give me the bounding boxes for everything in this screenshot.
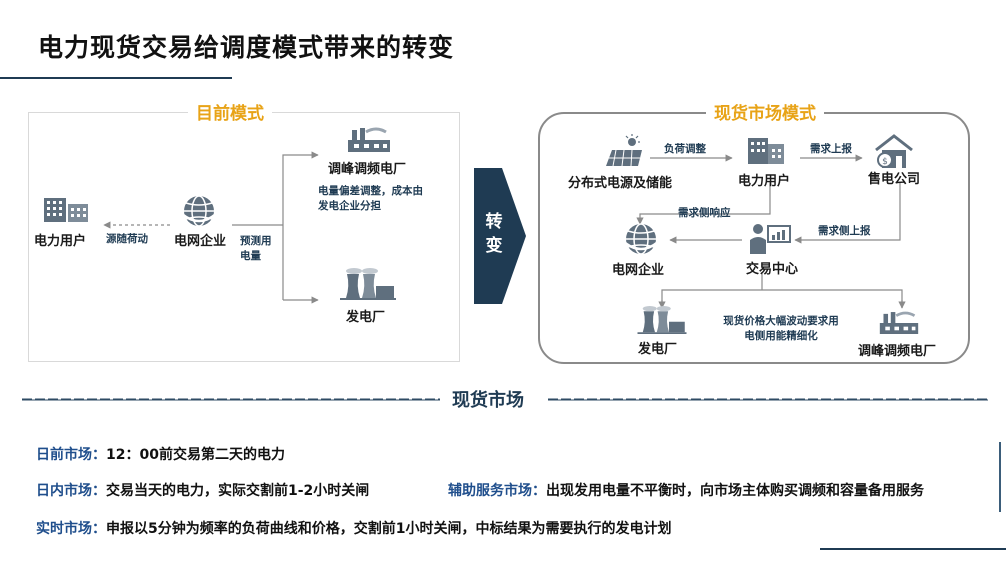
house-icon: $ (875, 134, 913, 168)
spot-mode-heading: 现货市场模式 (706, 99, 824, 124)
market-intraday: 日内市场：交易当天的电力，实际交割前1-2小时关闸 (36, 480, 369, 500)
edge-label-demand-report: 需求上报 (810, 143, 852, 155)
node-peak-plant-left: 调峰调频电厂 (328, 162, 407, 177)
node-plant-right: 发电厂 (638, 342, 678, 357)
market-ancillary-key: 辅助服务市场： (448, 483, 546, 499)
current-mode-heading: 目前模式 (188, 99, 272, 124)
globe-icon-right (623, 223, 659, 255)
bottom-right-rule (820, 548, 1006, 550)
node-distributed: 分布式电源及储能 (568, 176, 673, 191)
market-day-ahead-key: 日前市场： (36, 447, 106, 463)
market-intraday-key: 日内市场： (36, 483, 106, 499)
market-ancillary-value: 出现发用电量不平衡时，向市场主体购买调频和容量备用服务 (546, 483, 924, 499)
edge-label-load-adjust: 负荷调整 (664, 143, 706, 155)
spot-market-heading: 现货市场 (446, 386, 530, 412)
factory-icon (348, 127, 390, 152)
arrow-demand-response (636, 182, 771, 225)
page-title: 电力现货交易给调度模式带来的转变 (38, 33, 455, 62)
node-grid-left: 电网企业 (174, 234, 227, 249)
arrow-demand-side-report (794, 182, 901, 244)
edge-label-demand-response: 需求侧响应 (678, 207, 731, 219)
edge-label-demand-side-report: 需求侧上报 (818, 225, 871, 237)
market-ancillary: 辅助服务市场：出现发用电量不平衡时，向市场主体购买调频和容量备用服务 (448, 480, 924, 500)
power-plant-icon-right (637, 306, 687, 334)
edge-label-deviation: 电量偏差调整，成本由发电企业分担 (318, 185, 423, 212)
market-day-ahead-value: 12：00前交易第二天的电力 (106, 447, 285, 463)
node-user-right: 电力用户 (738, 174, 791, 189)
node-retailer: 售电公司 (868, 172, 921, 187)
title-underline (0, 77, 232, 79)
presenter-icon (750, 224, 791, 254)
edge-label-source-follows-load: 源随荷动 (106, 233, 148, 245)
node-grid-right: 电网企业 (612, 263, 665, 278)
arrow-to-peak-plant (282, 151, 319, 300)
node-plant-left: 发电厂 (346, 310, 386, 325)
node-peak-plant-right: 调峰调频电厂 (858, 344, 937, 359)
transform-label: 转变 (485, 212, 503, 256)
transform-arrow-icon (474, 168, 526, 304)
power-plant-icon (340, 268, 396, 300)
market-realtime: 实时市场：申报以5分钟为频率的负荷曲线和价格，交割前1小时关闸，中标结果为需要执… (36, 518, 671, 538)
node-user-left: 电力用户 (34, 234, 87, 249)
node-exchange: 交易中心 (746, 262, 799, 277)
market-realtime-value: 申报以5分钟为频率的负荷曲线和价格，交割前1小时关闸，中标结果为需要执行的发电计… (106, 521, 672, 537)
market-realtime-key: 实时市场： (36, 521, 106, 537)
edge-label-forecast: 预测用电量 (240, 235, 272, 262)
market-day-ahead: 日前市场：12：00前交易第二天的电力 (36, 444, 285, 464)
edge-label-price-note: 现货价格大幅波动要求用电侧用能精细化 (723, 315, 839, 342)
building-icon (44, 198, 88, 222)
market-intraday-value: 交易当天的电力，实际交割前1-2小时关闸 (106, 483, 370, 499)
svg-text:$: $ (882, 157, 888, 167)
building-icon-right (748, 138, 784, 164)
factory-icon-right (879, 311, 919, 334)
right-accent-bar (999, 442, 1001, 512)
solar-panel-icon (606, 134, 642, 167)
globe-icon (181, 195, 217, 227)
